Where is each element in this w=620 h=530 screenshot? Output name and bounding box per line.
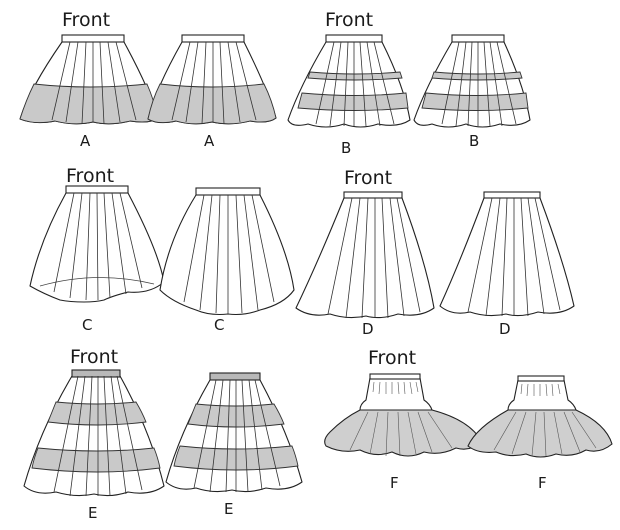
waistband [517, 375, 565, 382]
skirt-b-back [413, 34, 531, 128]
waistband [451, 34, 505, 43]
skirt-f-front [324, 373, 483, 457]
front-label-a: Front [62, 9, 110, 31]
contrast-band [19, 83, 159, 125]
waistband [71, 369, 121, 378]
skirt-e-back [165, 372, 303, 493]
front-label-b: Front [325, 9, 373, 31]
waistband [195, 187, 261, 196]
skirt-a-front [19, 34, 159, 125]
waistband [65, 185, 129, 194]
waistband [61, 34, 125, 43]
contrast-band-lower [297, 92, 409, 111]
contrast-band-upper [431, 71, 523, 81]
waistband [325, 34, 383, 43]
view-letter-d-back: D [499, 320, 511, 338]
waistband [369, 373, 421, 380]
net-petticoat [467, 409, 613, 458]
contrast-band [147, 83, 277, 125]
waistband [209, 372, 261, 381]
view-letter-f-back: F [538, 474, 547, 492]
view-letter-b-front: B [341, 139, 351, 157]
view-letter-f-front: F [390, 474, 399, 492]
view-letter-d-front: D [362, 320, 374, 338]
view-letter-e-front: E [88, 504, 97, 522]
front-label-f: Front [368, 347, 416, 369]
skirt-e-front [23, 369, 165, 497]
skirt-d-back [439, 191, 575, 317]
view-letter-e-back: E [224, 500, 233, 518]
skirt-b-front [287, 34, 411, 128]
view-letter-c-back: C [214, 316, 224, 334]
front-label-c: Front [66, 165, 114, 187]
skirt-d-front [295, 191, 435, 319]
skirt-a-back [147, 34, 277, 125]
view-letter-c-front: C [82, 316, 92, 334]
front-label-e: Front [70, 346, 118, 368]
waistband [343, 191, 403, 199]
contrast-band-upper [47, 401, 147, 426]
front-label-d: Front [344, 167, 392, 189]
contrast-band-upper [307, 71, 403, 81]
contrast-band-lower [421, 92, 529, 111]
view-letter-a-front: A [80, 132, 91, 150]
net-petticoat [324, 409, 483, 457]
skirt-c-back [159, 187, 295, 316]
waistband [483, 191, 541, 199]
skirt-f-back [467, 375, 613, 458]
skirt-c-front [29, 185, 165, 303]
contrast-band-lower [31, 447, 161, 473]
waistband [181, 34, 245, 43]
view-letter-a-back: A [204, 132, 215, 150]
view-letter-b-back: B [469, 132, 479, 150]
